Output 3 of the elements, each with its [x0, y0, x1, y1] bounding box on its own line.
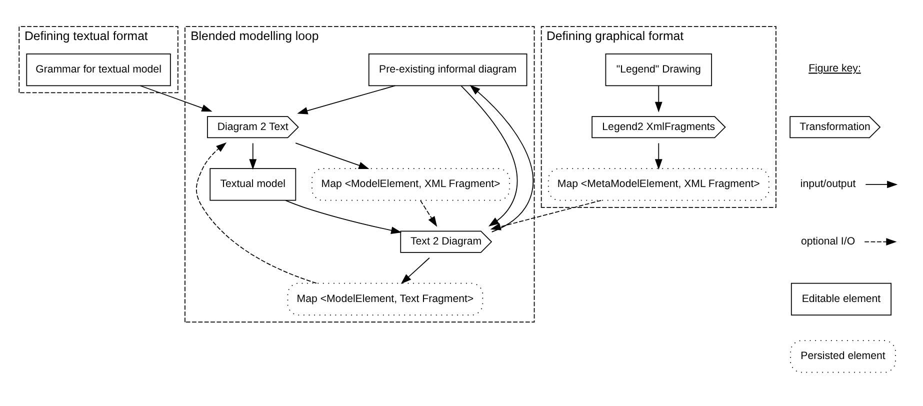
label: Figure key:	[808, 62, 861, 75]
legend-label: input/output	[800, 178, 856, 190]
legend-label: optional I/O	[800, 236, 856, 248]
